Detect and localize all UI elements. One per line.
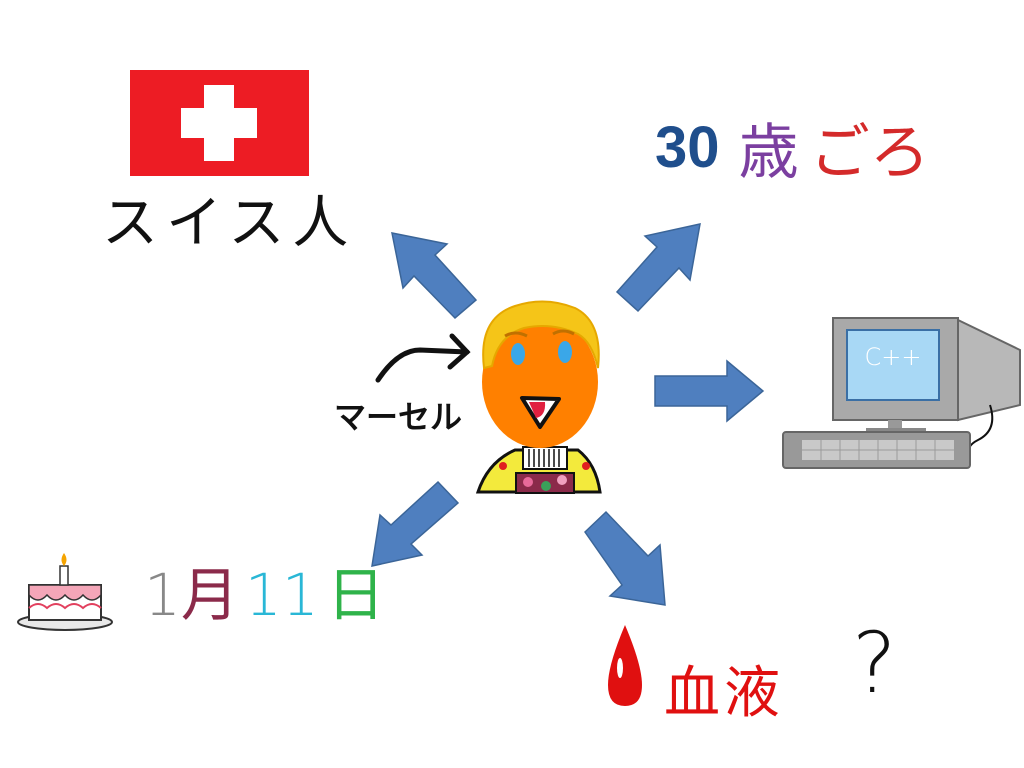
arrow-to-birthday: [371, 480, 460, 567]
arrow-to-nationality: [391, 232, 478, 320]
arrow-to-age: [615, 223, 701, 313]
blood-drop-icon: [608, 625, 642, 706]
age-label: 30 歳 ごろ: [655, 104, 930, 188]
birthday-day-kanji: 日: [326, 561, 385, 629]
age-kanji: 歳: [738, 118, 799, 188]
blood-label: 血液: [664, 661, 784, 726]
birthday-month-kanji: 月: [180, 561, 239, 629]
birthday-month: 1: [144, 561, 181, 629]
character-avatar: [475, 300, 602, 494]
blood-type-value: ?: [852, 614, 897, 712]
birthday-day: 11: [244, 561, 319, 629]
computer-icon: [782, 317, 1021, 469]
curved-arrow-icon: [375, 333, 471, 383]
arrow-to-computer: [654, 359, 765, 423]
age-number: 30: [655, 115, 720, 180]
nationality-label: スイス人: [102, 191, 357, 256]
arrow-to-blood: [584, 510, 666, 606]
computer-screen-text: C++: [864, 343, 922, 371]
character-name: マーセル: [334, 398, 463, 436]
swiss-flag-icon: [130, 70, 309, 176]
birthday-cake-icon: [17, 553, 113, 631]
age-suffix: ごろ: [809, 118, 930, 188]
